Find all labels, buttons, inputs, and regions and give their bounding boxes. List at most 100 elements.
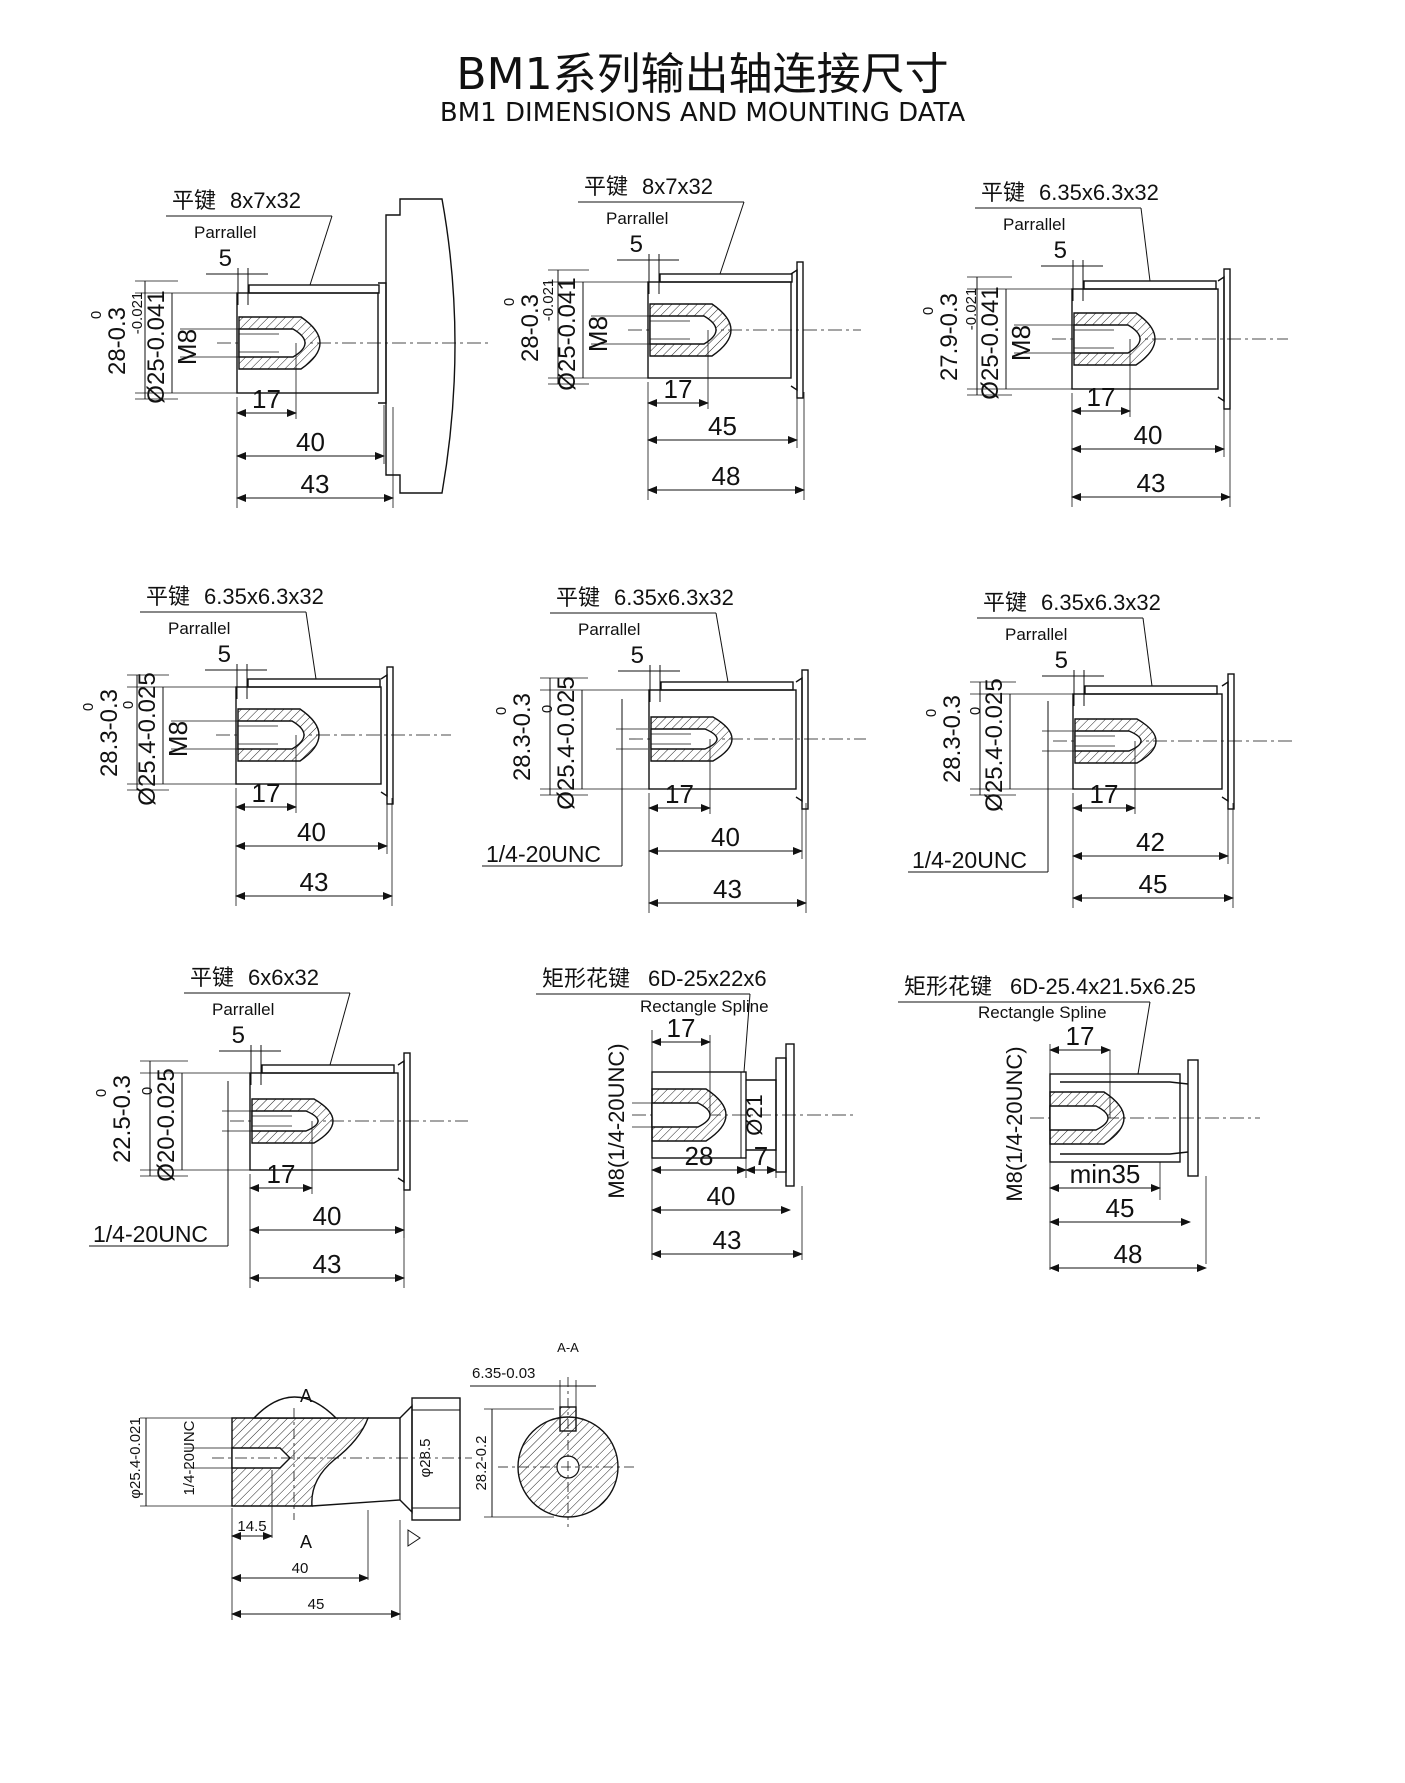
dim-long: 43 [713,874,742,904]
leader-line [1140,207,1151,282]
key-en-label: Parrallel [168,619,230,638]
diameter-tol: 0 [120,701,137,709]
section-title: A-A [557,1340,579,1355]
thread-label: M8 [172,329,202,365]
section-marker-top: A [300,1386,312,1406]
key-width-label: 5 [219,245,232,272]
leader-line [305,611,317,680]
diameter-tol: -0.021 [129,292,146,335]
key-en-label: Parrallel [1003,215,1065,234]
overall-height-tol: 0 [493,707,510,715]
flange-face [1227,673,1235,810]
spline-tooth [1060,1081,1189,1155]
key-round [252,1396,338,1419]
threaded-hole [650,728,718,750]
leader-line [1142,617,1153,687]
shoulder [795,676,803,803]
leader-line [1137,1001,1151,1075]
dim-mid: 40 [297,817,326,847]
dim-mid: 40 [711,822,740,852]
spline-dia-label: Ø21 [742,1094,767,1136]
diameter-label: Ø25-0.041 [143,290,170,403]
dim-45: 45 [308,1596,325,1613]
diameter-tol: -0.021 [963,288,980,331]
shaft-body [1072,693,1223,790]
threaded-hole [1074,730,1142,752]
shaft-body [235,686,382,785]
page-title: BM1系列输出轴连接尺寸 [456,49,949,100]
key-spec-label: 6.35x6.3x32 [1041,590,1161,615]
dim-short: 17 [1087,382,1116,412]
threaded-hole [238,328,306,358]
threaded-hole [649,315,717,345]
dim-long: 43 [713,1225,742,1255]
dim-14-5: 14.5 [237,1518,266,1535]
dim-mid: 45 [1106,1193,1135,1223]
overall-height-label: 27.9-0.3 [936,293,963,381]
threaded-hole [1049,1105,1109,1131]
diameter-label: Ø25-0.041 [977,286,1004,399]
dim-top: 17 [667,1013,696,1043]
leader-line [743,993,751,1073]
shoulder [380,673,388,798]
dim-long: 48 [1114,1239,1143,1269]
diameter-tol: 0 [967,707,984,715]
dim-short: 17 [252,384,281,414]
dim-28: 28 [685,1141,714,1171]
key-en-label: Rectangle Spline [640,997,769,1016]
page-subtitle: BM1 DIMENSIONS AND MOUNTING DATA [439,98,966,128]
dim-short: 17 [665,779,694,809]
dim-long: 43 [313,1249,342,1279]
diameter-tol: 0 [139,1087,156,1095]
key-width-label: 5 [630,231,643,258]
diameter-label: Ø25-0.041 [554,277,581,390]
overall-height-tol: 0 [501,298,518,306]
key-en-label: Rectangle Spline [978,1003,1107,1022]
threaded-hole [237,720,305,750]
key-body [1083,280,1217,290]
shaft-body [648,689,797,790]
key-body [1084,685,1218,695]
overall-height-tol: 0 [923,709,940,717]
shoulder [1221,680,1229,803]
shoulder [397,1059,405,1184]
dim-mid: 40 [313,1201,342,1231]
dim-long: 45 [1139,869,1168,899]
key-spec-label: 6.35x6.3x32 [1039,180,1159,205]
flange-face [386,666,394,805]
overall-height-label: 28-0.3 [104,307,131,375]
key-type-label: 矩形花键 [542,966,630,991]
leader-line [719,201,745,275]
key-width-label: 5 [1054,237,1067,264]
surface-mark [407,1529,421,1547]
key-spec-label: 6.35x6.3x32 [204,584,324,609]
key-type-label: 矩形花键 [904,974,992,999]
leader-line [329,992,351,1066]
flange-face [801,669,809,810]
dim-mid: 40 [296,427,325,457]
overall-height-label: 22.5-0.3 [109,1075,136,1163]
key-type-label: 平键 [556,585,600,610]
key-type-label: 平键 [981,180,1025,205]
dim-short: 17 [1090,779,1119,809]
shoulder [399,1404,413,1514]
unc-label: 1/4-20UNC [486,841,601,867]
threaded-hole [1073,324,1141,354]
diameter-label: Ø25.4-0.025 [553,676,580,809]
key-type-label: 平键 [146,584,190,609]
height-label: 28.2-0.2 [473,1435,490,1490]
unc-label: 1/4-20UNC [93,1221,208,1247]
thread-label: M8 [1006,325,1036,361]
overall-height-tol: 0 [93,1089,110,1097]
key-type-label: 平键 [983,590,1027,615]
section-outline [311,1417,401,1507]
